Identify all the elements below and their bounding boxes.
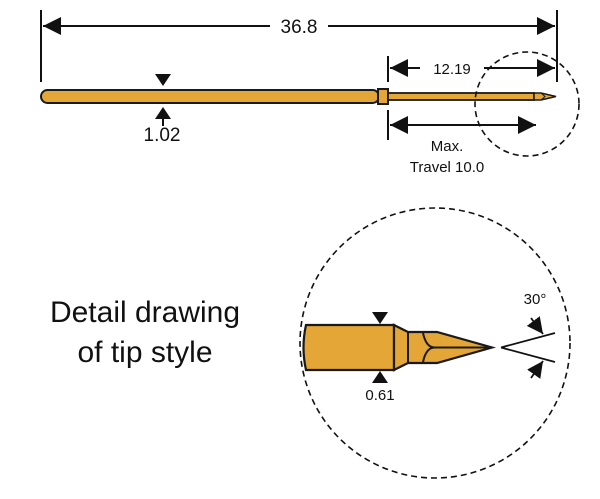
pin-side-view (40, 88, 557, 105)
detail-magnified-circle (299, 207, 571, 479)
barrel-diameter-dimension: 1.02 (144, 74, 181, 146)
barrel-diameter-label: 1.02 (144, 125, 181, 146)
tip-angle-label: 30° (524, 291, 547, 308)
overall-length-dimension: 36.8 (40, 10, 558, 82)
plunger-length-label: 12.19 (433, 61, 471, 78)
crimp-ring (377, 88, 389, 105)
plunger-length-dimension: 12.19 (387, 56, 555, 82)
tip-shaft (302, 323, 396, 372)
tip-detail-view (302, 323, 497, 372)
barrel (40, 89, 380, 104)
plunger (387, 92, 535, 101)
overall-length-label: 36.8 (281, 17, 318, 38)
tip-diameter-dimension: 0.61 (365, 312, 395, 404)
max-travel-label-1: Max. (431, 138, 464, 155)
detail-caption-line-2: of tip style (77, 336, 212, 369)
max-travel-label-2: Travel 10.0 (410, 159, 484, 176)
tip-angle-dimension: 30° (500, 291, 556, 379)
max-travel-dimension: Max. Travel 10.0 (387, 110, 536, 176)
detail-caption-line-1: Detail drawing (50, 296, 240, 329)
detail-callout-circle (474, 51, 580, 157)
tip-diameter-label: 0.61 (365, 387, 394, 404)
